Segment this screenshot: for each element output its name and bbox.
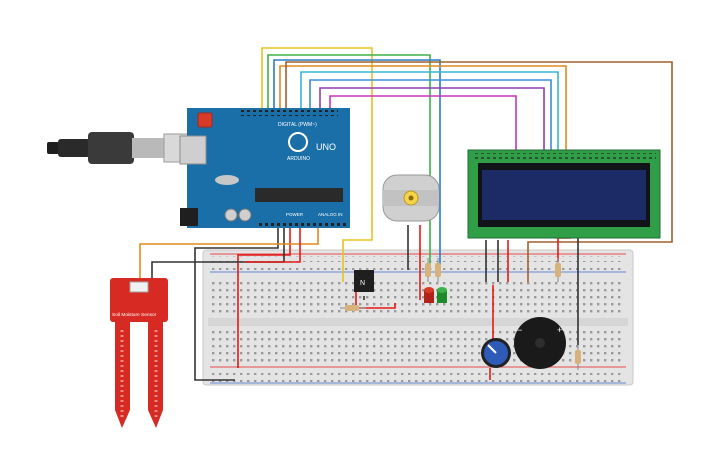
sensor-label: Soil Moisture Sensor [112, 312, 157, 318]
transistor-label: N [360, 280, 365, 287]
dc-motor-icon [382, 174, 440, 222]
resistor-1 [340, 305, 366, 311]
breadboard [202, 249, 634, 386]
resistor-3 [435, 258, 441, 282]
resistor-5 [575, 345, 581, 370]
resistor-2 [425, 258, 431, 282]
digital-header-label: DIGITAL (PWM~) [278, 122, 317, 128]
buzzer-minus: − [517, 325, 522, 335]
reset-button-icon[interactable] [197, 112, 213, 128]
piezo-buzzer-icon: − + [514, 317, 566, 369]
resistor-4 [555, 258, 561, 282]
analog-header-label: ANALOG IN [318, 212, 343, 217]
led-green [437, 287, 447, 303]
soil-moisture-sensor: Soil Moisture Sensor [110, 278, 168, 428]
potentiometer-icon[interactable] [481, 338, 511, 368]
arduino-brand: ARDUINO [287, 156, 310, 162]
npn-transistor: N [354, 270, 374, 292]
arduino-uno-board: ARDUINO UNO DIGITAL (PWM~) POWER ANALOG … [179, 108, 350, 228]
lcd-display [467, 149, 661, 239]
wires [139, 47, 673, 381]
power-header-label: POWER [286, 212, 304, 217]
led-red [424, 287, 434, 303]
arduino-model: UNO [316, 142, 336, 152]
usb-plug-icon [47, 132, 191, 164]
buzzer-plus: + [557, 325, 562, 335]
